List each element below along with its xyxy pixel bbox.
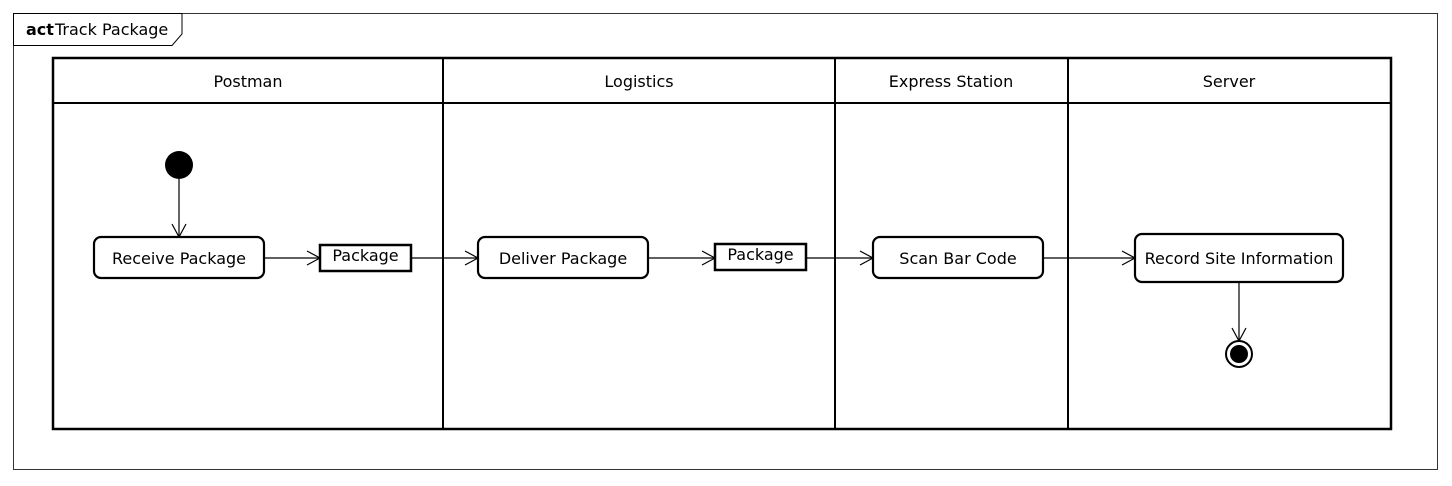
initial-node <box>165 151 193 179</box>
control-flow <box>171 179 187 239</box>
object-label: Package <box>727 245 793 264</box>
lane-header-postman: Postman <box>213 72 282 91</box>
action-scan-bar-code: Scan Bar Code <box>871 235 1045 280</box>
control-flow <box>1043 250 1137 266</box>
action-deliver-package: Deliver Package <box>476 235 650 280</box>
lane-header-server: Server <box>1203 72 1256 91</box>
object-node-package-2: Package <box>713 242 808 272</box>
frame-title: Track Package <box>54 20 168 39</box>
object-label: Package <box>332 246 398 265</box>
action-record-site-information: Record Site Information <box>1133 232 1345 284</box>
object-node-package-1: Package <box>318 243 413 273</box>
swimlanes: Postman Logistics Express Station Server <box>51 56 1393 431</box>
lane-header-express-station: Express Station <box>889 72 1013 91</box>
frame-tab <box>13 13 183 46</box>
control-flow <box>1231 282 1247 343</box>
diagram-frame: act Track Package <box>13 13 1438 470</box>
action-label: Receive Package <box>112 249 246 268</box>
action-label: Record Site Information <box>1145 249 1334 268</box>
final-node <box>1225 340 1253 368</box>
object-flow <box>806 250 875 266</box>
object-flow <box>264 250 322 266</box>
frame-kind: act <box>26 20 54 39</box>
lane-header-logistics: Logistics <box>604 72 673 91</box>
action-label: Deliver Package <box>499 249 627 268</box>
object-flow <box>411 250 480 266</box>
object-flow <box>648 250 717 266</box>
action-label: Scan Bar Code <box>899 249 1016 268</box>
action-receive-package: Receive Package <box>92 235 266 280</box>
